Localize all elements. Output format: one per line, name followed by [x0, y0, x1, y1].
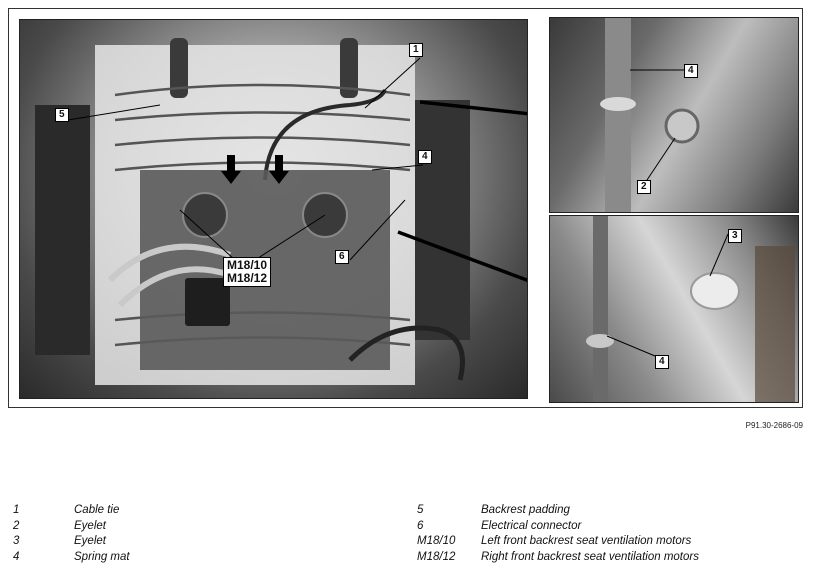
eyelet-top: [664, 108, 700, 144]
callout-4-top-detail: 4: [684, 64, 698, 78]
headrest-guide-left: [170, 38, 188, 98]
callout-m1810: M18/10: [227, 258, 268, 272]
callout-2: 2: [637, 180, 651, 194]
callout-m1812: M18/12: [227, 271, 268, 285]
direction-arrows: [221, 155, 289, 184]
motor-left: [182, 192, 228, 238]
wiring-bundle: [348, 325, 465, 381]
detail-connector-lines: [397, 100, 527, 283]
callout-3: 3: [728, 229, 742, 243]
leader-2: [644, 137, 676, 184]
main-photo-illustration: [35, 38, 527, 385]
legend-key: 2: [13, 520, 20, 532]
leader-3: [709, 233, 729, 277]
legend-key: 6: [417, 520, 424, 532]
spring-rod: [605, 18, 631, 212]
callout-1: 1: [409, 43, 423, 57]
legend-description: Right front backrest seat ventilation mo…: [481, 551, 699, 563]
detail-top-illustration: [600, 18, 700, 212]
callout-4-main: 4: [418, 150, 432, 164]
main-photo: [19, 19, 528, 399]
eyelet-bottom: [690, 272, 740, 310]
legend-key: 4: [13, 551, 20, 563]
legend-key: 3: [13, 535, 20, 547]
legend-description: Spring mat: [74, 551, 130, 563]
legend-key: M18/12: [417, 551, 456, 563]
leader-lines: [67, 57, 424, 261]
rod-clip: [600, 97, 636, 111]
left-frame-rail: [35, 105, 90, 355]
legend-description: Backrest padding: [481, 504, 570, 516]
legend-description: Eyelet: [74, 520, 106, 532]
right-frame-rail: [415, 100, 470, 340]
callout-m18-group: M18/10 M18/12: [223, 257, 272, 287]
callout-6: 6: [335, 250, 349, 264]
control-module: [185, 278, 230, 326]
detail-photo-eyelet-top: [549, 17, 799, 213]
figure-reference-code: P91.30-2686-09: [745, 421, 803, 430]
callout-4-bottom-detail: 4: [655, 355, 669, 369]
spring-rod: [593, 216, 608, 402]
legend-description: Electrical connector: [481, 520, 582, 532]
legend-key: M18/10: [417, 535, 456, 547]
air-hose-2: [117, 266, 231, 308]
legend-key: 5: [417, 504, 424, 516]
figure-frame: 1 5 4 6 M18/10 M18/12 4 2 3 4: [8, 8, 803, 408]
detail-photo-eyelet-bottom: [549, 215, 799, 403]
legend-description: Left front backrest seat ventilation mot…: [481, 535, 692, 547]
cable-harness: [263, 89, 387, 181]
detail-bot-illustration: [586, 216, 795, 402]
air-hose-1: [107, 243, 232, 283]
legend-description: Eyelet: [74, 535, 106, 547]
headrest-guide-right: [340, 38, 358, 98]
rod-clip: [586, 334, 614, 348]
padding-edge: [755, 246, 795, 402]
leader-4-bottom: [606, 335, 656, 357]
legend-description: Cable tie: [74, 504, 120, 516]
legend-key: 1: [13, 504, 20, 516]
callout-5: 5: [55, 108, 69, 122]
